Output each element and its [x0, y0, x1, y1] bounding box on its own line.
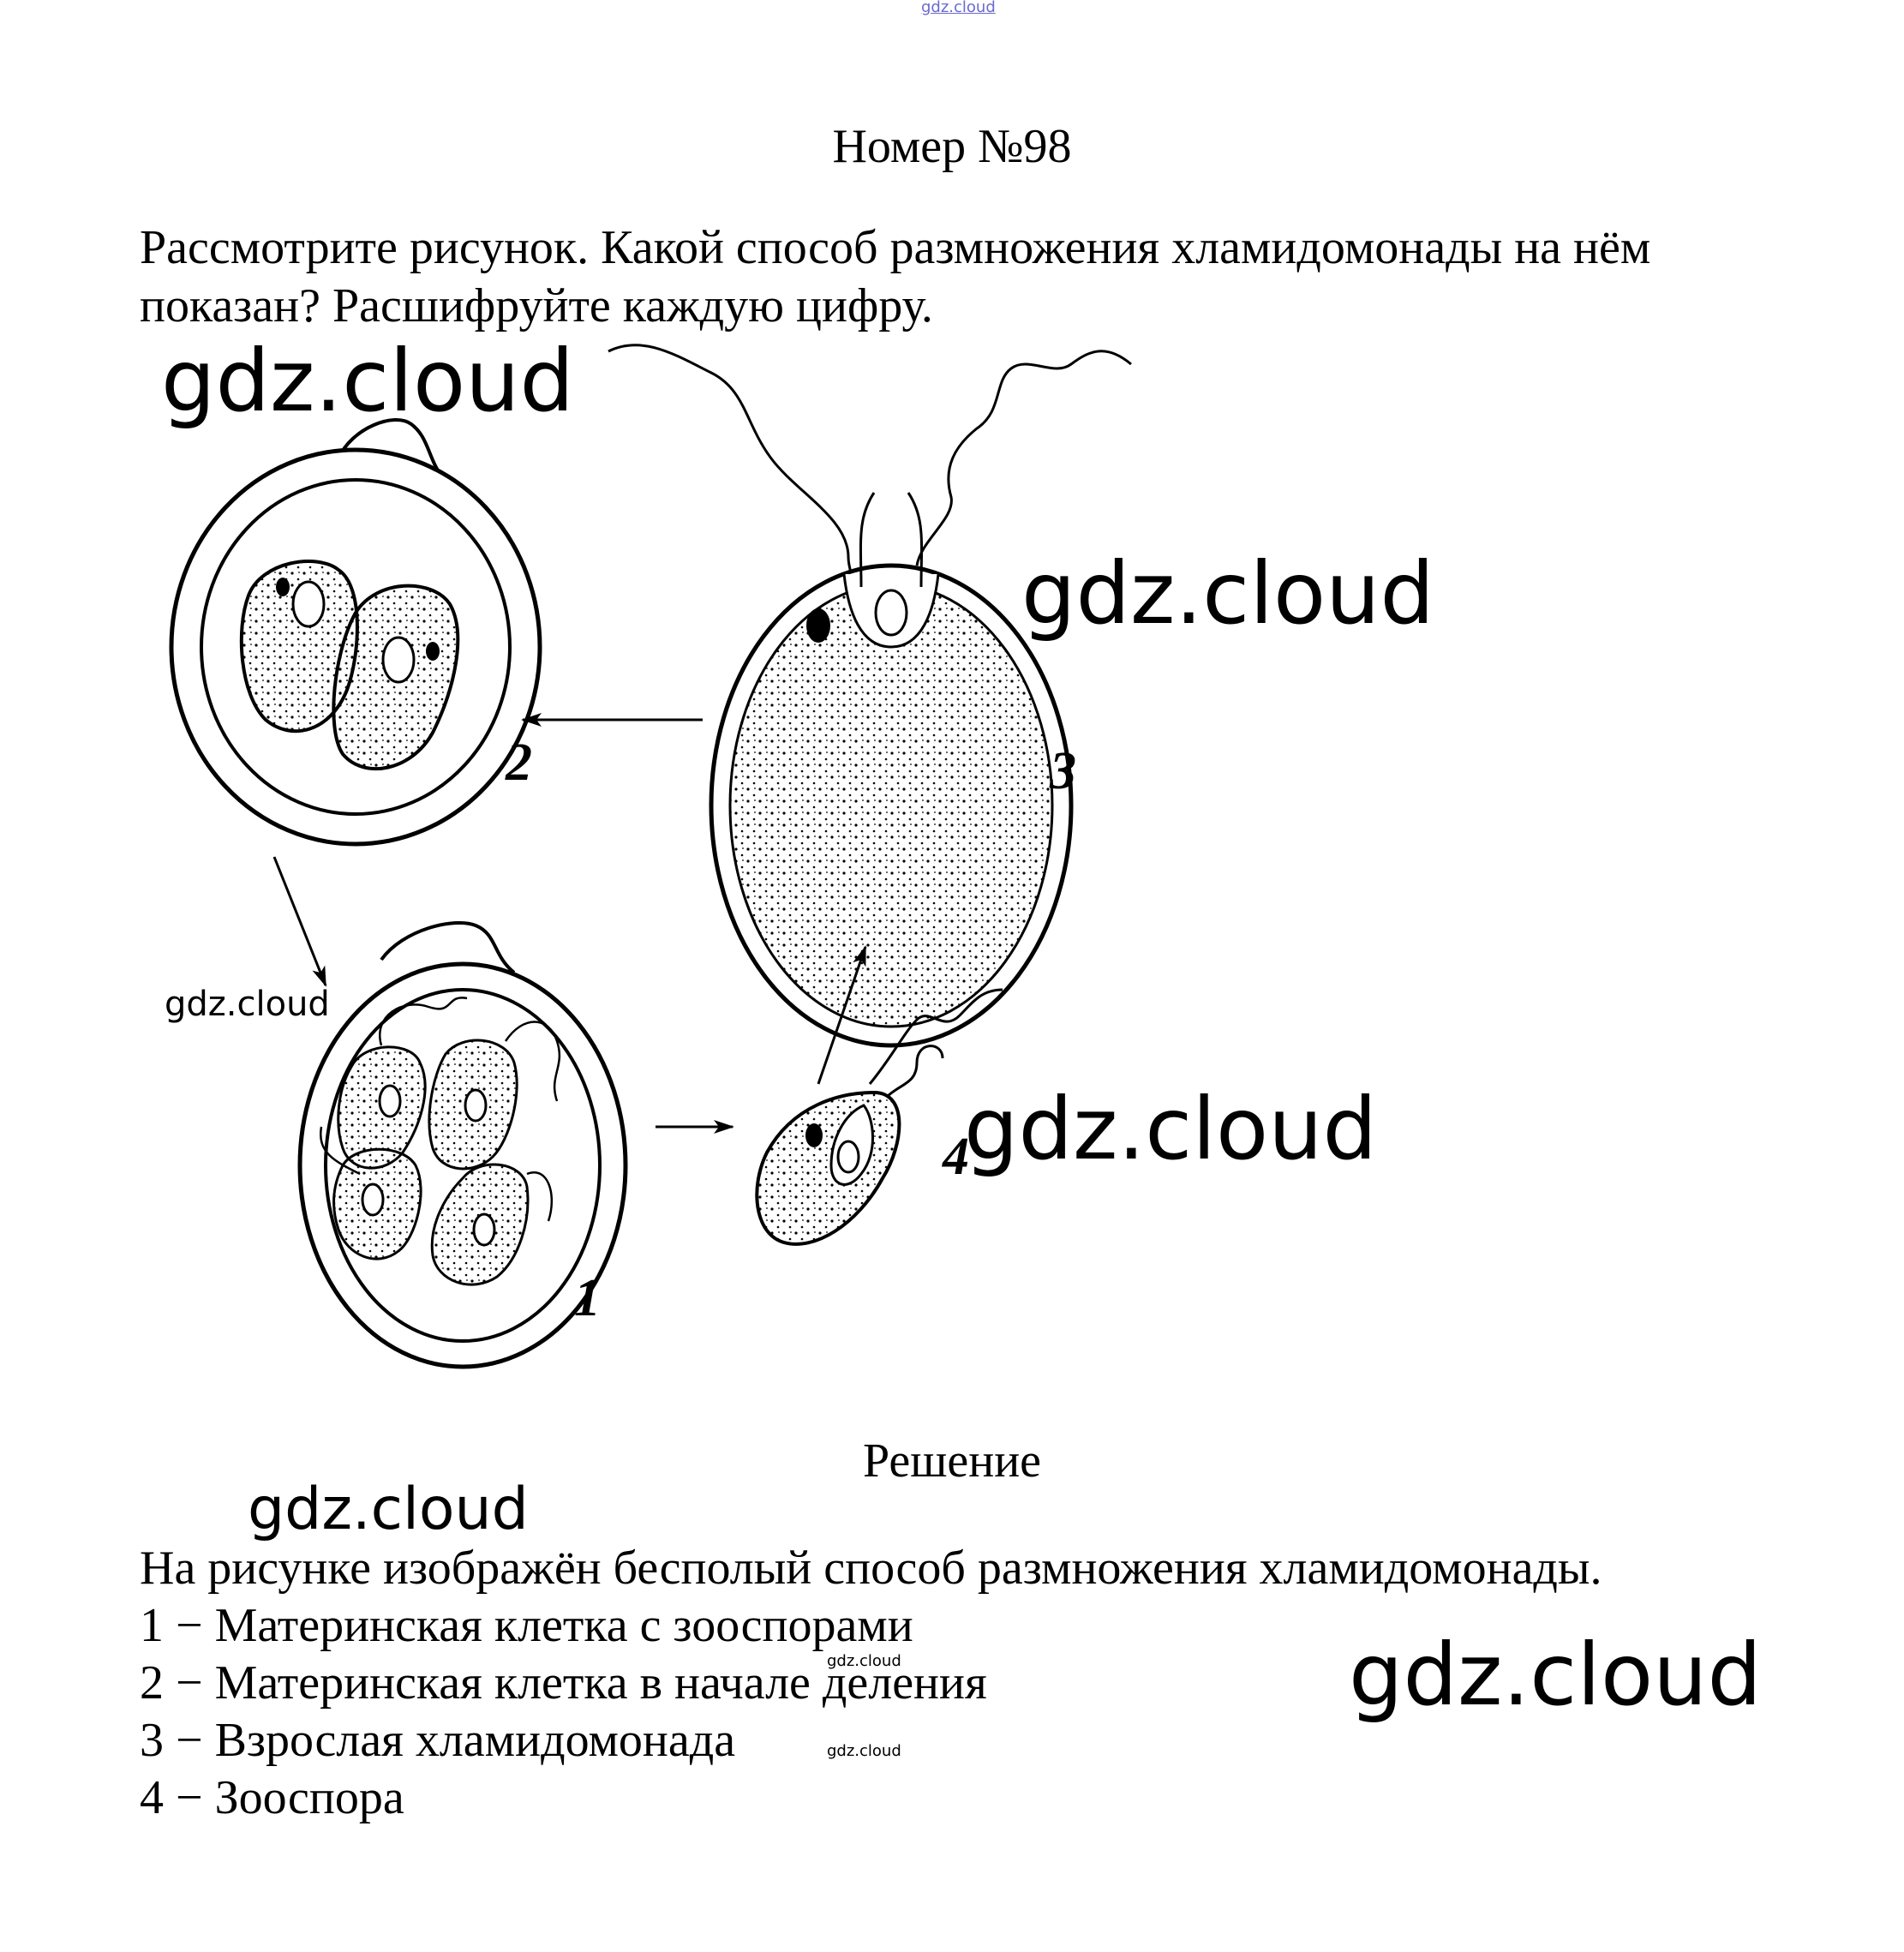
watermark-logo: gdz.cloud	[161, 331, 575, 431]
watermark-logo: gdz.cloud	[248, 1476, 529, 1543]
answer-item-2: 2 − Материнская клетка в начале деления	[140, 1656, 987, 1709]
cell-2-group	[169, 418, 542, 847]
watermark-logo: gdz.cloud	[827, 1742, 901, 1760]
watermark-logo: gdz.cloud	[1021, 543, 1435, 644]
cell-1-group	[297, 921, 628, 1369]
watermark-logo: gdz.cloud	[827, 1652, 901, 1670]
answer-item-1: 1 − Материнская клетка с зооспорами	[140, 1599, 913, 1652]
watermark-logo: gdz.cloud	[1349, 1625, 1763, 1725]
question-text: Рассмотрите рисунок. Какой способ размно…	[140, 221, 1651, 332]
page-title: Номер №98	[832, 120, 1072, 173]
answer-item-4: 4 − Зооспора	[140, 1771, 404, 1824]
watermark-top-link[interactable]: gdz.cloud	[921, 0, 996, 16]
arrow-2-to-1	[272, 856, 327, 987]
chlamydomonas-figure: 2 3	[146, 330, 1183, 1380]
figure-label-2: 2	[505, 733, 532, 792]
figure-label-3: 3	[1049, 742, 1076, 800]
watermark-logo: gdz.cloud	[165, 985, 330, 1024]
cell-3-group	[608, 344, 1132, 1048]
figure-label-4: 4	[942, 1128, 969, 1186]
answer-block: На рисунке изображён бесполый способ раз…	[140, 1540, 1853, 1827]
answer-item-3: 3 − Взрослая хламидомонада	[140, 1714, 736, 1767]
answer-intro: На рисунке изображён бесполый способ раз…	[140, 1542, 1602, 1595]
solution-title: Решение	[862, 1434, 1042, 1488]
figure-label-1: 1	[574, 1269, 601, 1327]
watermark-logo: gdz.cloud	[964, 1079, 1378, 1179]
arrow-4-to-3	[817, 945, 867, 1085]
figure-drawing: 2 3	[169, 344, 1132, 1369]
cell-4-group	[755, 988, 1003, 1246]
